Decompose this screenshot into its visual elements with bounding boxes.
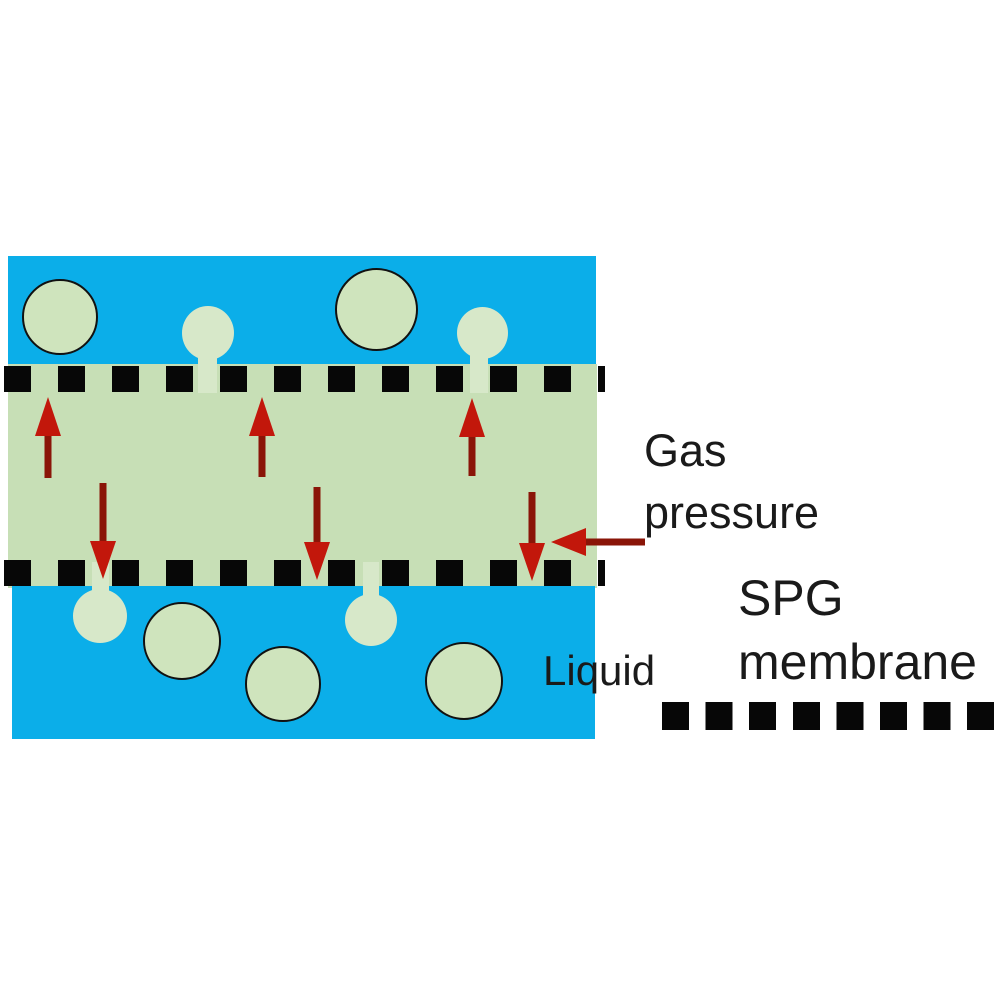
gas-pressure-label-line2: pressure [644, 487, 820, 538]
forming-bubble-1-head [182, 306, 234, 360]
membrane-legend-swatch [662, 702, 995, 730]
detached-drop-bottom-3 [425, 642, 503, 720]
spg-membrane-label-line2: membrane [738, 634, 977, 690]
gas-channel-region [8, 364, 597, 588]
forming-bubble-2-head [457, 307, 508, 359]
top-membrane-dashes [4, 366, 605, 392]
gas-pressure-label-line1: Gas [644, 425, 727, 476]
detached-bubble-top-2 [335, 268, 418, 351]
detached-drop-bottom-2 [245, 646, 321, 722]
detached-drop-bottom-1 [143, 602, 221, 680]
spg-membrane-label-line1: SPG [738, 570, 844, 626]
gas-pressure-label: Gas pressure [644, 420, 819, 544]
liquid-label: Liquid [543, 647, 656, 694]
forming-drop-2-head [345, 594, 397, 646]
forming-drop-1-head [73, 589, 127, 643]
detached-bubble-top-1 [22, 279, 98, 355]
spg-membrane-label: SPG membrane [738, 566, 977, 694]
